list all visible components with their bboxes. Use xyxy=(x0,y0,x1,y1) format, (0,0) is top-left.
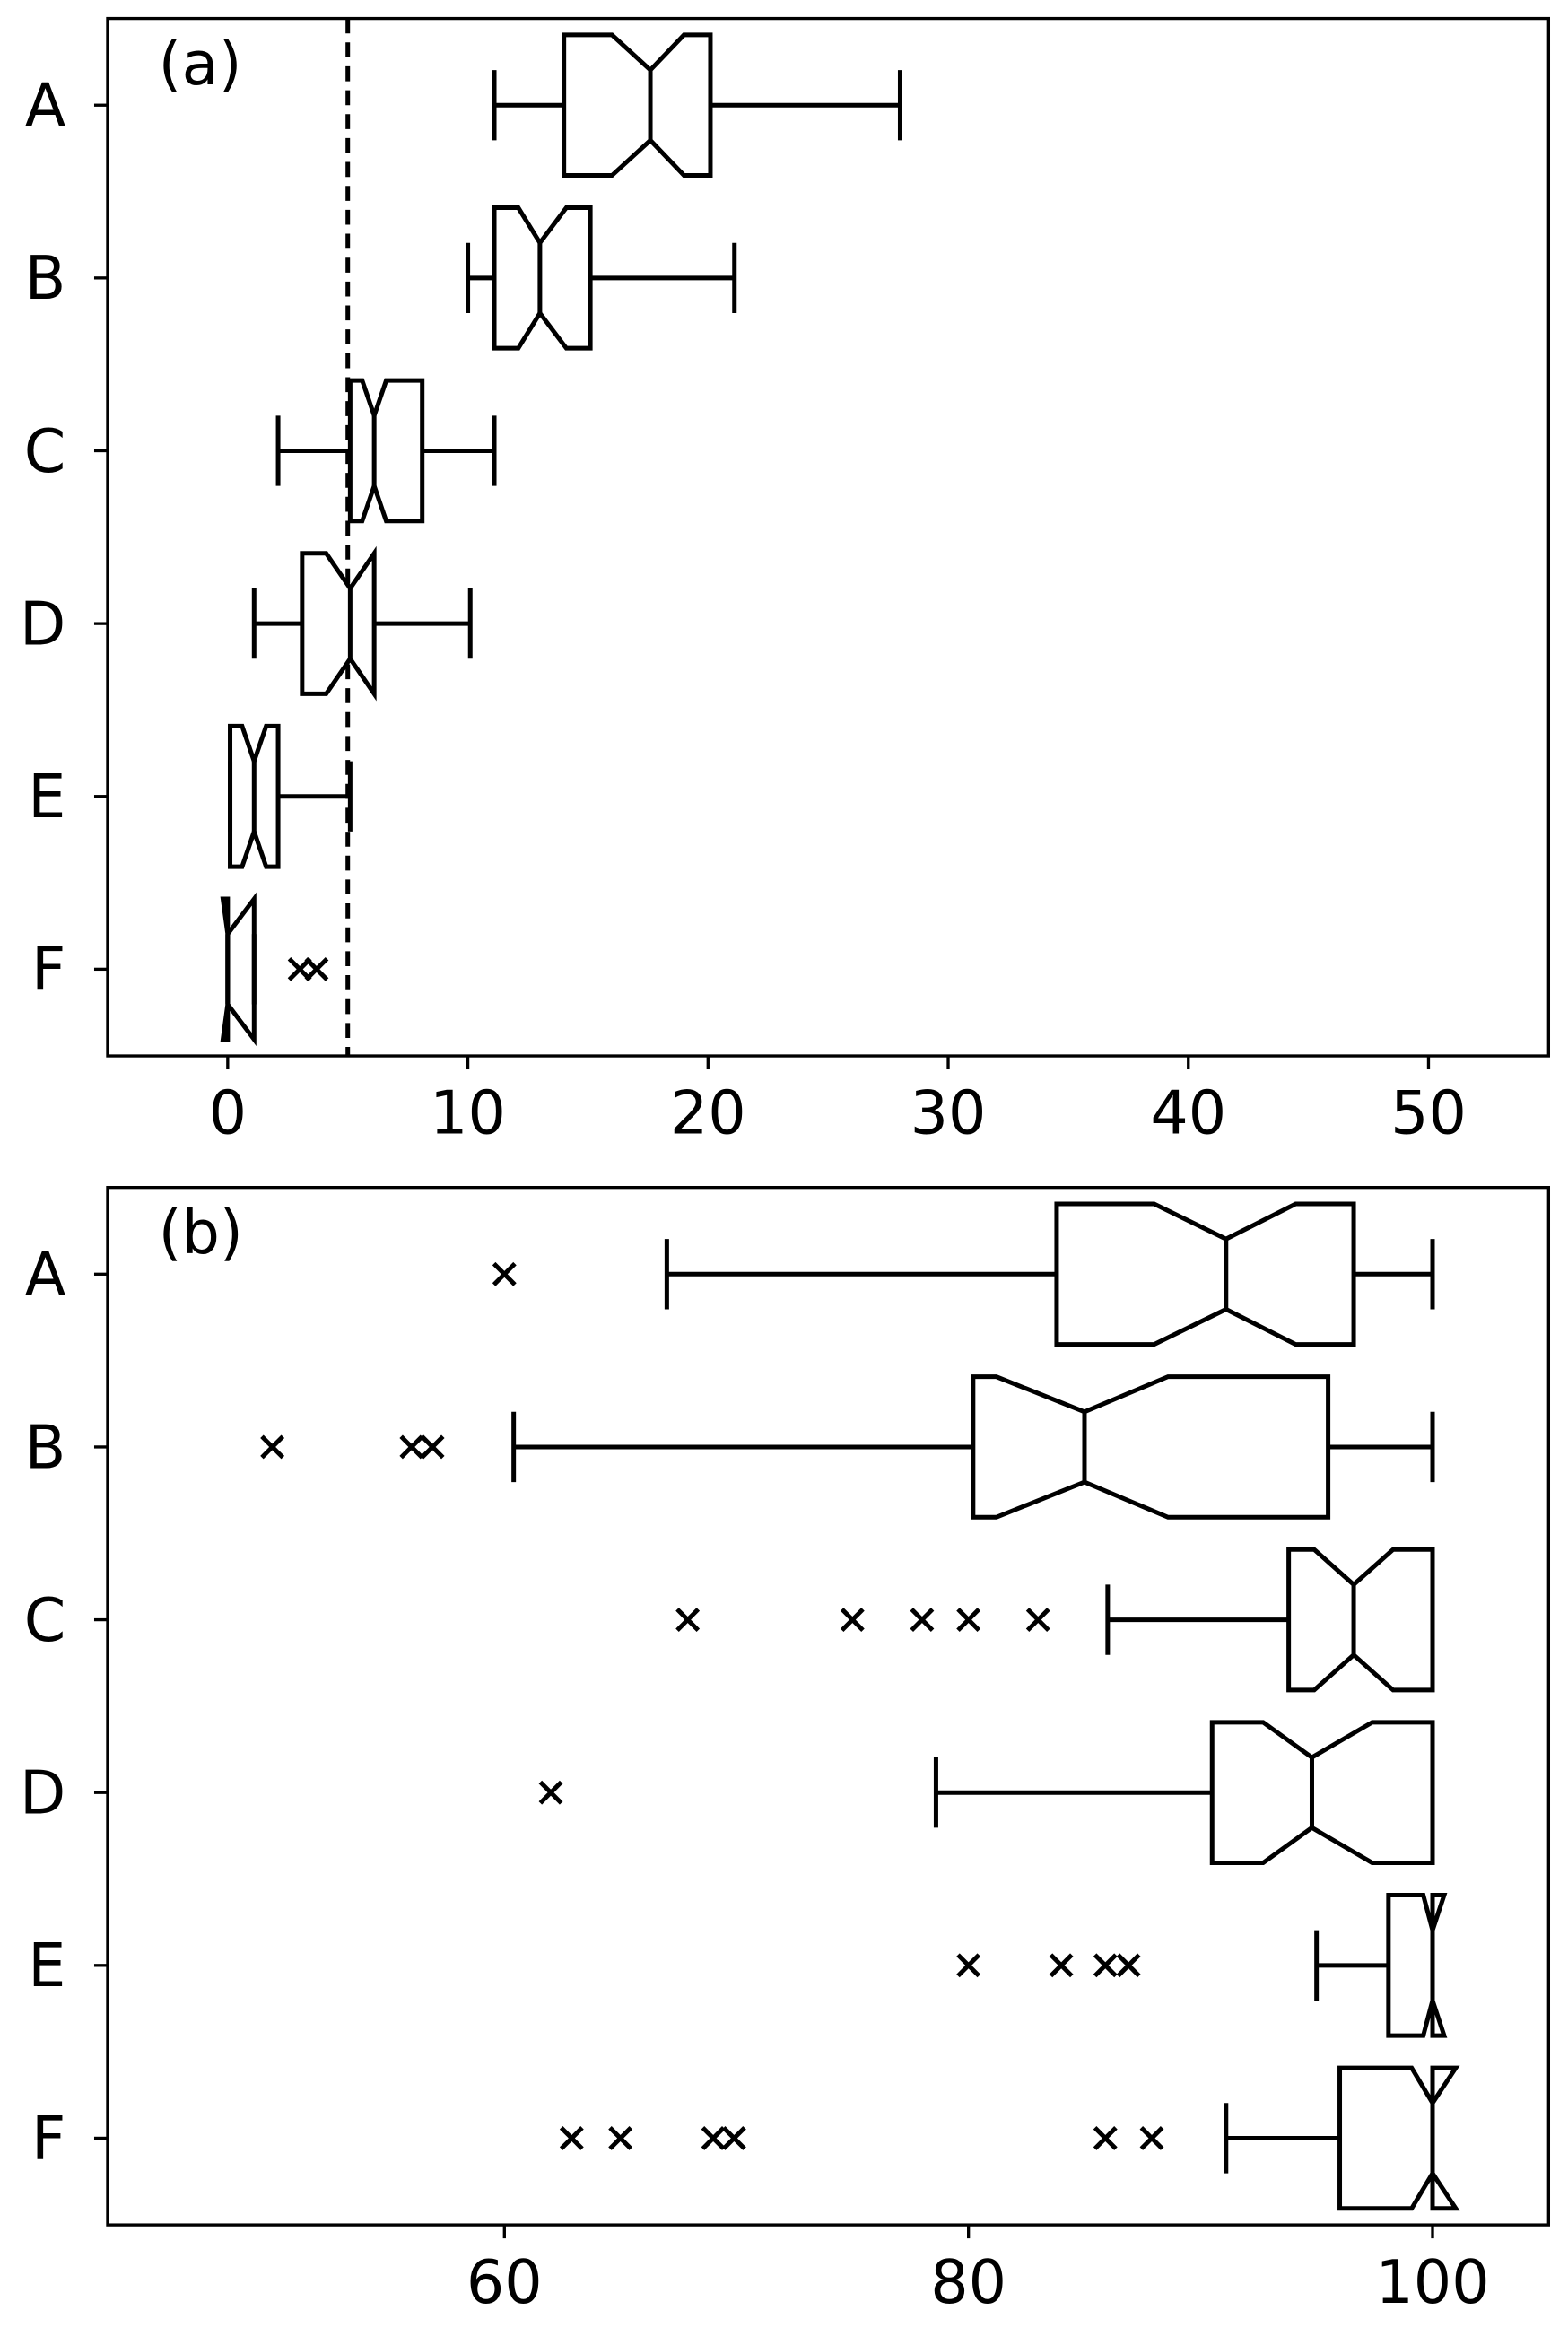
y-tick-label: F xyxy=(31,935,65,1005)
box-B xyxy=(466,205,737,351)
notched-box xyxy=(492,205,593,351)
outlier-marker xyxy=(1116,1953,1141,1978)
notched-box xyxy=(562,32,713,179)
outlier-marker xyxy=(1093,1953,1118,1978)
panel-a: 0 10 20 30 40 50 A B C D E F (a) xyxy=(20,16,1551,1148)
outlier-marker xyxy=(721,2126,746,2150)
outlier-marker xyxy=(420,1434,445,1460)
y-tick-label: B xyxy=(25,1412,66,1482)
notched-box xyxy=(1286,1547,1435,1693)
box-A xyxy=(492,1201,1435,1347)
box-E xyxy=(228,723,353,869)
y-tick-label: C xyxy=(24,1585,66,1655)
y-tick-label: C xyxy=(24,416,66,486)
outlier-marker xyxy=(260,1434,285,1460)
y-tick-label: F xyxy=(31,2104,65,2174)
x-tick-label: 30 xyxy=(910,1078,987,1148)
notched-box xyxy=(1337,2065,1460,2211)
outlier-marker xyxy=(538,1780,563,1805)
y-tick-label: A xyxy=(25,1240,66,1310)
outlier-marker xyxy=(559,2126,584,2150)
box-F xyxy=(220,892,329,1047)
y-tick-label: E xyxy=(28,762,65,832)
axes-frame xyxy=(106,1185,1551,2227)
outlier-marker xyxy=(910,1608,935,1633)
outlier-marker xyxy=(608,2126,633,2150)
outlier-marker xyxy=(1139,2126,1164,2150)
x-tick-label: 80 xyxy=(930,2247,1006,2317)
notched-box xyxy=(1054,1201,1356,1347)
outlier-marker xyxy=(956,1608,981,1633)
outlier-marker xyxy=(1093,2126,1118,2150)
y-tick-label: B xyxy=(25,243,66,313)
box-E xyxy=(956,1893,1448,2038)
y-tick-label: A xyxy=(25,71,66,141)
notched-box xyxy=(300,545,377,702)
x-tick-label: 20 xyxy=(670,1078,746,1148)
y-tick-label: E xyxy=(28,1931,65,2001)
outlier-marker xyxy=(1025,1608,1050,1633)
outlier-marker xyxy=(399,1434,424,1460)
panel-label: (a) xyxy=(159,29,242,99)
x-tick-label: 10 xyxy=(430,1078,506,1148)
notched-box xyxy=(1209,1720,1435,1866)
box-D xyxy=(251,545,473,702)
outlier-marker xyxy=(840,1608,865,1633)
box-C xyxy=(675,1547,1435,1693)
outlier-marker xyxy=(304,956,329,981)
notched-box xyxy=(220,892,257,1047)
box-D xyxy=(538,1720,1435,1866)
box-A xyxy=(492,32,902,179)
x-tick-label: 0 xyxy=(209,1078,247,1148)
notched-box xyxy=(1386,1893,1448,2038)
panel-b: 60 80 100 A B C D E F (b) xyxy=(20,1185,1551,2317)
axes-frame xyxy=(106,16,1551,1058)
y-tick-label: D xyxy=(20,1758,65,1828)
box-B xyxy=(260,1374,1435,1520)
outlier-marker xyxy=(492,1261,517,1286)
notched-box xyxy=(971,1374,1331,1520)
outlier-marker xyxy=(701,2126,726,2150)
y-tick-label: D xyxy=(20,588,65,658)
x-tick-label: 50 xyxy=(1390,1078,1467,1148)
panel-label: (b) xyxy=(159,1198,243,1268)
outlier-marker xyxy=(956,1953,981,1978)
box-C xyxy=(275,378,497,524)
x-tick-label: 60 xyxy=(466,2247,543,2317)
outlier-marker xyxy=(1049,1953,1074,1978)
box-F xyxy=(559,2065,1460,2211)
x-tick-label: 40 xyxy=(1150,1078,1226,1148)
notched-box xyxy=(347,378,425,524)
x-tick-label: 100 xyxy=(1375,2247,1489,2317)
outlier-marker xyxy=(675,1608,701,1633)
